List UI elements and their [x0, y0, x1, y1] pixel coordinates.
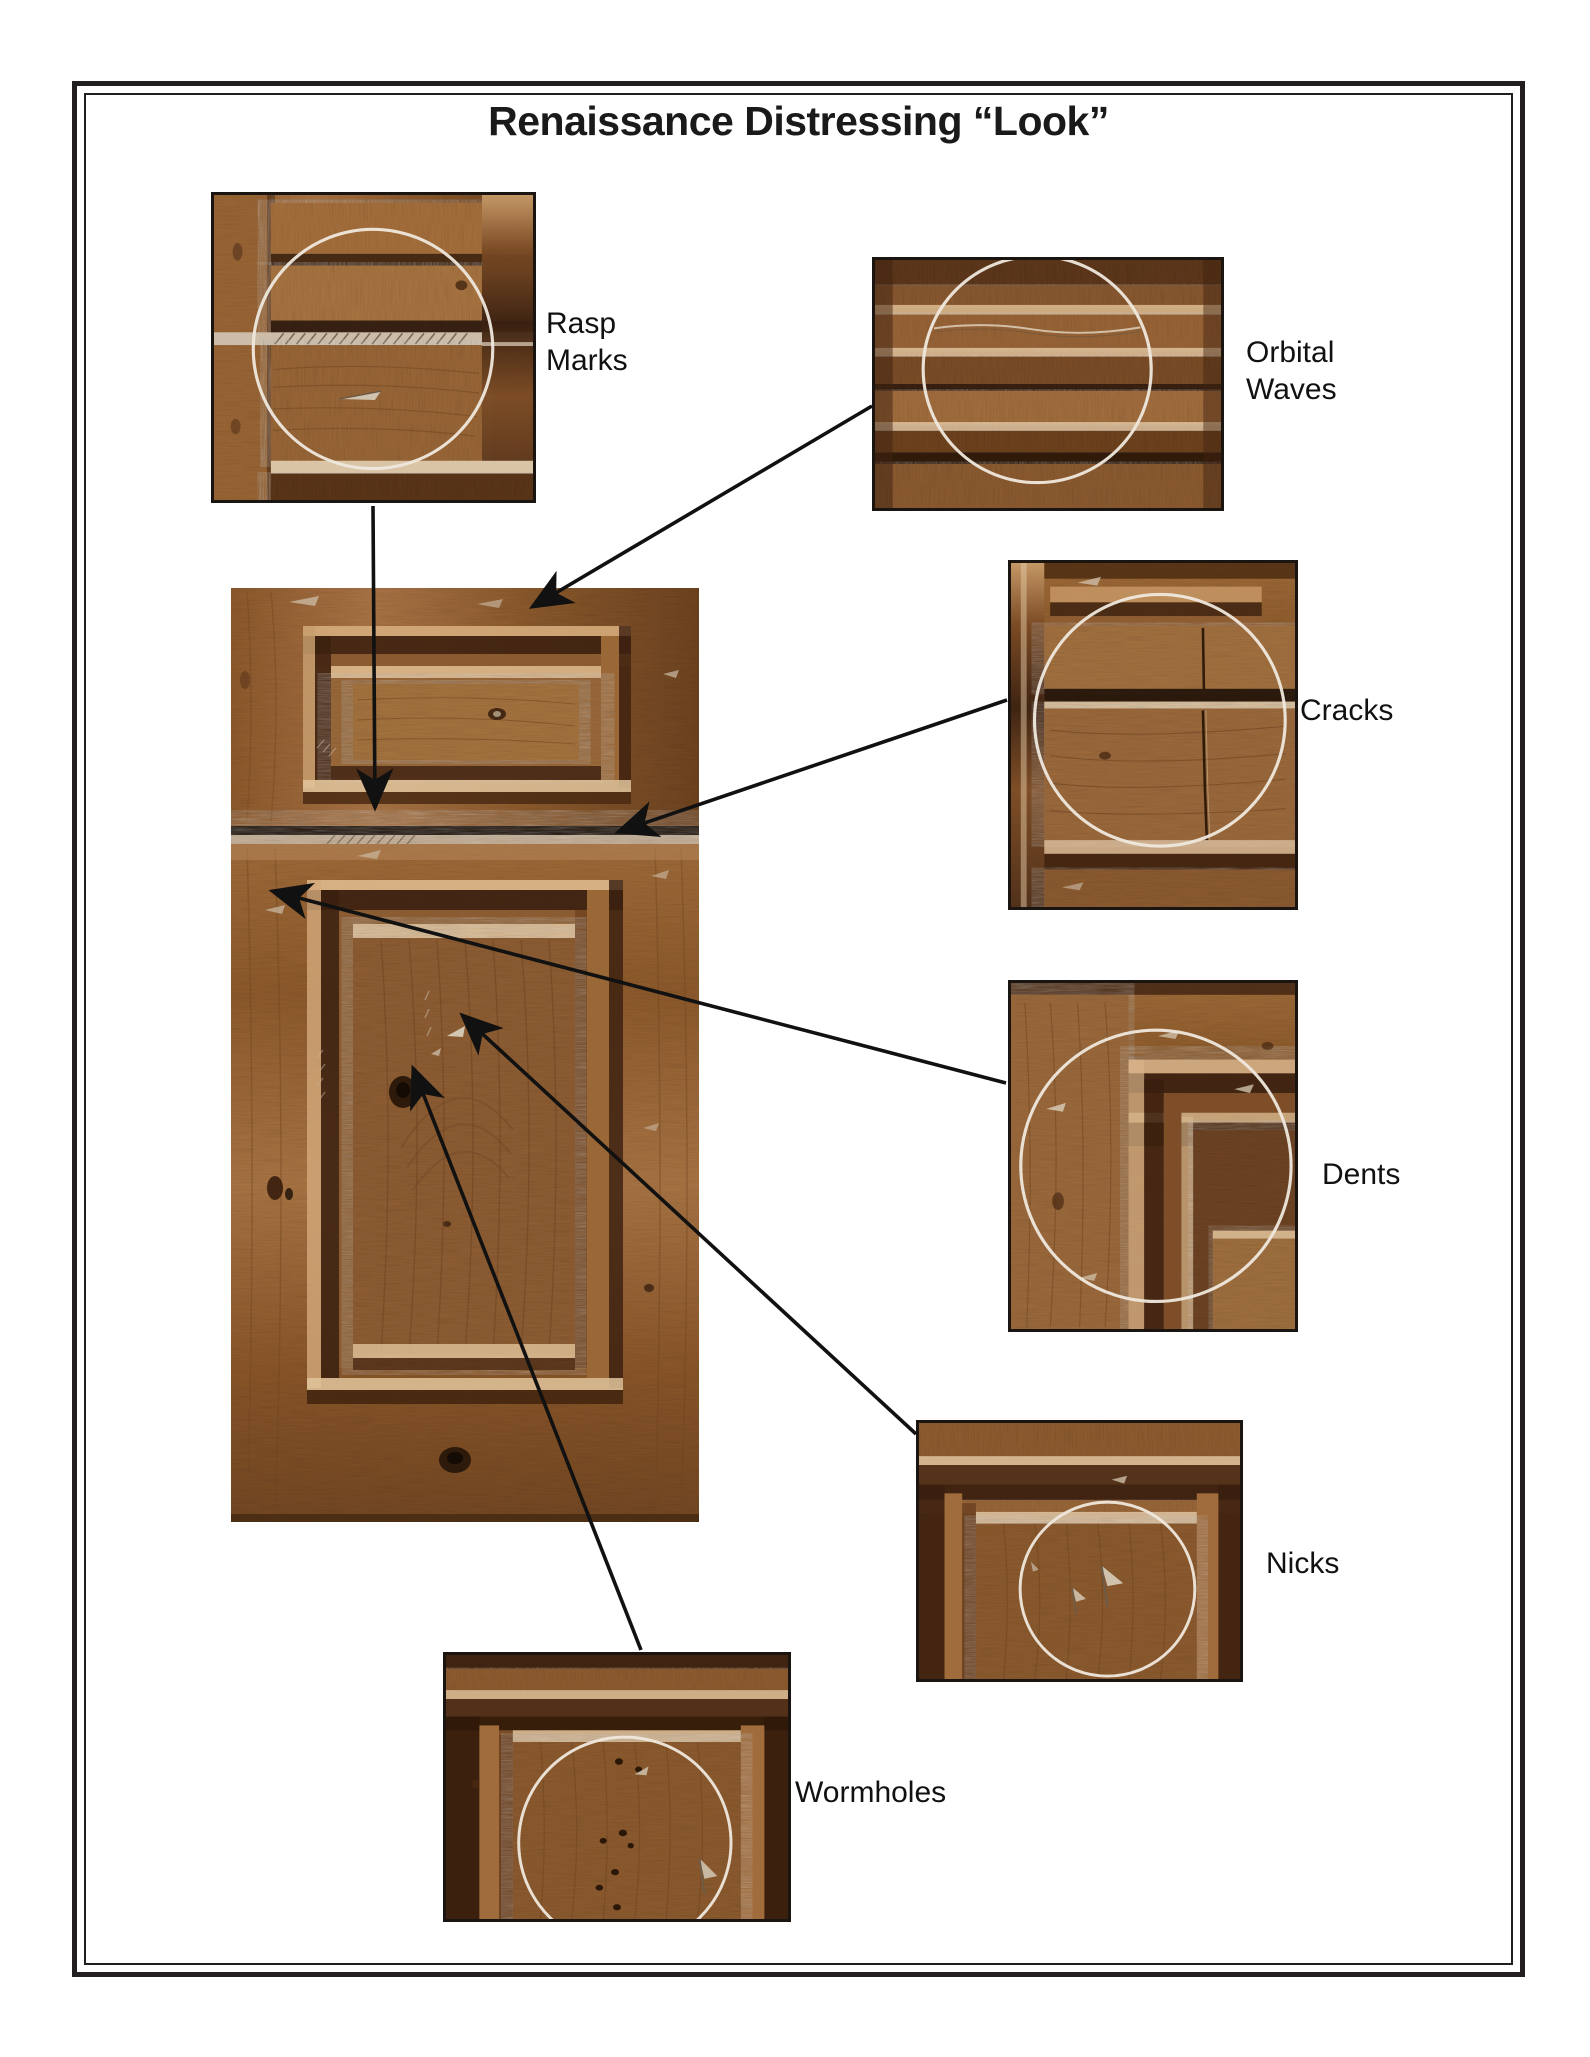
orbital-waves-photo: [872, 257, 1224, 511]
page-title: Renaissance Distressing “Look”: [488, 98, 1109, 144]
cracks-photo: [1008, 560, 1298, 910]
label-rasp-marks: Rasp Marks: [546, 307, 628, 377]
page-border-inner: [84, 93, 1513, 1965]
cabinet-door-photo: [231, 588, 699, 1522]
label-dents: Dents: [1322, 1158, 1401, 1191]
rasp-marks-photo: [211, 192, 536, 503]
dents-photo: [1008, 980, 1298, 1332]
wormholes-photo: [443, 1652, 791, 1922]
label-wormholes: Wormholes: [795, 1776, 947, 1809]
page-border-outer: [72, 81, 1525, 1977]
label-orbital-waves: Orbital Waves: [1246, 336, 1337, 406]
nicks-photo: [916, 1420, 1243, 1682]
label-cracks: Cracks: [1300, 694, 1394, 727]
label-nicks: Nicks: [1266, 1547, 1340, 1580]
